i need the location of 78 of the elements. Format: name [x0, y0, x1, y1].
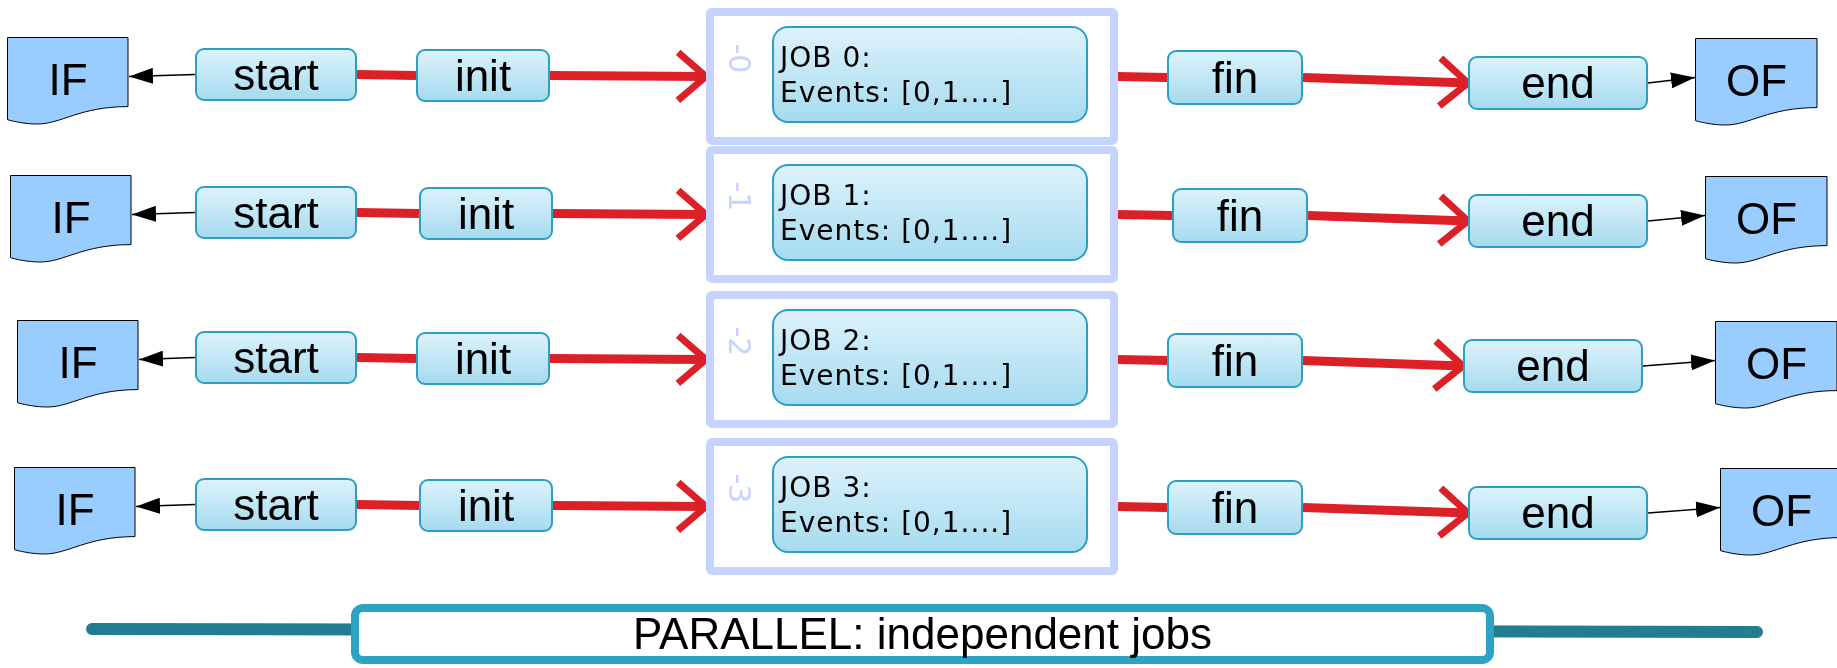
node-label: OF — [1745, 339, 1808, 389]
node-label: init — [454, 50, 512, 101]
node-label: end — [1521, 58, 1595, 108]
process-box — [1172, 188, 1308, 243]
banner-box — [351, 604, 1494, 664]
arrow — [1647, 72, 1696, 89]
process-box — [195, 478, 357, 531]
process-box — [1167, 333, 1303, 388]
node-label: OF — [1725, 56, 1788, 106]
node-label: fin — [1216, 190, 1264, 241]
node-label: end — [1521, 196, 1595, 246]
node-label: Events: [0,1....] — [780, 212, 1013, 248]
node-label: IF — [55, 485, 95, 535]
node-label: fin — [1211, 52, 1259, 103]
arrow — [1647, 501, 1721, 518]
node-label: Events: [0,1....] — [780, 504, 1013, 540]
node-label: PARALLEL: independent jobs — [633, 612, 1212, 656]
node-label: fin — [1211, 335, 1259, 386]
rotated-label: -1 — [722, 181, 758, 211]
node-label: start — [233, 187, 319, 238]
document-shape — [14, 467, 136, 555]
arrow — [128, 67, 196, 84]
arrow — [138, 350, 196, 367]
node-label: JOB 0: — [780, 39, 872, 75]
process-box — [1167, 480, 1303, 535]
process-box — [419, 187, 553, 240]
node-label: init — [454, 333, 512, 384]
node-label: start — [233, 49, 319, 100]
node-label: start — [233, 479, 319, 530]
job-box — [772, 26, 1088, 123]
document-shape — [1715, 321, 1837, 409]
node-label: JOB 3: — [780, 469, 872, 505]
document-shape — [10, 175, 132, 263]
node-label: IF — [48, 55, 88, 105]
rotated-label: -0 — [722, 43, 758, 73]
process-box — [195, 48, 357, 101]
rotated-label: -3 — [722, 473, 758, 503]
process-box — [416, 49, 550, 102]
process-box — [195, 186, 357, 239]
job-box — [772, 164, 1088, 261]
group-frame — [706, 291, 1118, 428]
document-shape — [1695, 38, 1818, 126]
arrow — [1647, 209, 1706, 226]
node-label: end — [1521, 488, 1595, 538]
process-box — [1463, 339, 1643, 393]
document-shape — [17, 320, 139, 408]
arrow — [1642, 354, 1716, 371]
node-label: Events: [0,1....] — [780, 74, 1013, 110]
group-frame — [706, 146, 1118, 283]
group-frame — [706, 8, 1118, 145]
node-label: Events: [0,1....] — [780, 357, 1013, 393]
process-box — [1468, 486, 1648, 540]
job-box — [772, 456, 1088, 553]
node-label: OF — [1750, 486, 1813, 536]
process-box — [1468, 194, 1648, 248]
job-box — [772, 309, 1088, 406]
node-label: fin — [1211, 482, 1259, 533]
document-shape — [7, 37, 129, 125]
node-label: start — [233, 332, 319, 383]
rotated-label: -2 — [722, 326, 758, 356]
node-label: init — [457, 480, 515, 531]
arrow — [131, 205, 196, 222]
node-label: end — [1516, 341, 1590, 391]
node-label: init — [457, 188, 515, 239]
arrow — [135, 497, 196, 514]
node-label: OF — [1735, 194, 1798, 244]
process-box — [1468, 56, 1648, 110]
process-box — [195, 331, 357, 384]
document-shape — [1705, 176, 1828, 264]
node-label: JOB 1: — [780, 177, 872, 213]
process-box — [1167, 50, 1303, 105]
process-box — [419, 479, 553, 532]
node-label: IF — [51, 193, 91, 243]
group-frame — [706, 438, 1118, 575]
document-shape — [1720, 468, 1837, 556]
node-label: IF — [58, 338, 98, 388]
process-box — [416, 332, 550, 385]
node-label: JOB 2: — [780, 322, 872, 358]
